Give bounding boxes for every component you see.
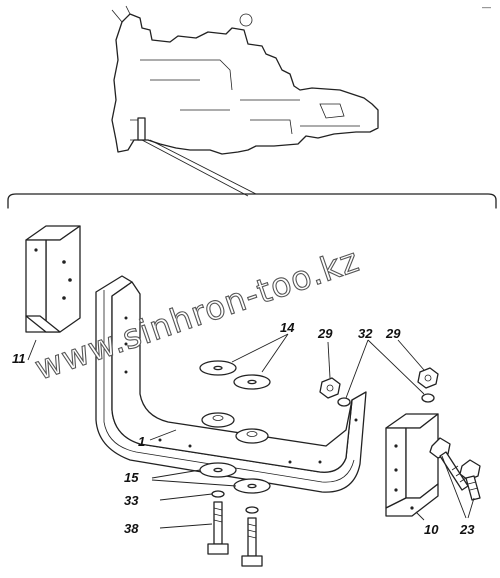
callout-33: 33: [124, 493, 139, 508]
callout-29-left: 29: [317, 326, 333, 341]
part-23-bolts: [429, 437, 481, 501]
engine-outline: [111, 5, 379, 155]
callout-38: 38: [124, 521, 139, 536]
part-14-washers: [199, 360, 271, 390]
callout-11: 11: [12, 351, 26, 366]
callout-29-right: 29: [385, 326, 401, 341]
callout-10: 10: [424, 522, 439, 537]
zoom-lines: [141, 139, 257, 197]
part-1-cross-member: [95, 275, 367, 493]
callout-23: 23: [459, 522, 475, 537]
callout-1: 1: [138, 434, 145, 449]
leader-lines: [27, 333, 475, 529]
detail-bracket: [7, 193, 497, 209]
part-32-washers: [337, 393, 435, 407]
callout-14: 14: [280, 320, 295, 335]
callout-labels: 11 1 14 15 33 38 29 32 29 10 23: [12, 320, 475, 537]
callout-32: 32: [358, 326, 373, 341]
part-29-nuts: [319, 367, 439, 399]
callout-15: 15: [124, 470, 139, 485]
corner-mark: —: [482, 2, 491, 12]
part-38-bolts: [207, 501, 263, 567]
part-33-lock-washers: [211, 490, 259, 514]
part-10-bracket: [385, 413, 439, 517]
part-11-bracket: [25, 225, 81, 333]
